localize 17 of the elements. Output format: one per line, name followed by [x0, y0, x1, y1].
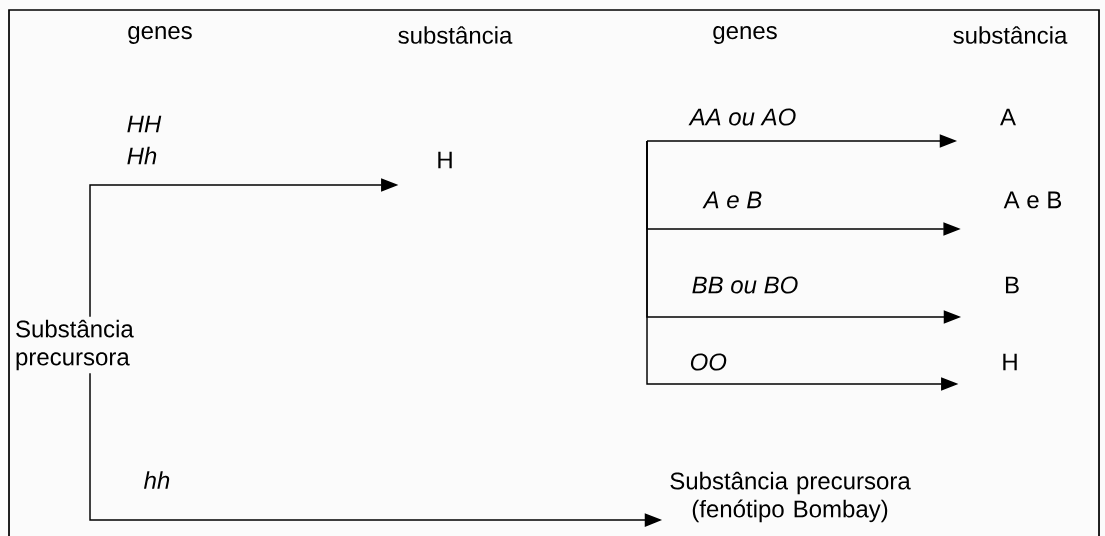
substance-label: Substância precursora (fenótipo Bombay) [670, 471, 911, 523]
column-heading: substância [953, 26, 1068, 44]
substance-label: H [1003, 353, 1017, 371]
substance-label: H [438, 151, 452, 169]
column-heading: genes [713, 26, 777, 44]
genotype-label: HH Hh [127, 115, 162, 165]
substance-label: A e B [1003, 191, 1062, 209]
substance-label: B [1006, 276, 1019, 294]
genotype-label: BB ou BO [692, 276, 798, 294]
substance-label: Substância precursora [16, 319, 134, 371]
substance-label: A [1000, 108, 1016, 126]
column-heading: genes [128, 26, 192, 44]
genotype-label: OO [690, 353, 727, 371]
genotype-label: A e B [702, 191, 762, 209]
genotype-label: AA ou AO [688, 108, 796, 126]
column-heading: substância [398, 26, 513, 44]
genotype-label: hh [144, 471, 170, 489]
